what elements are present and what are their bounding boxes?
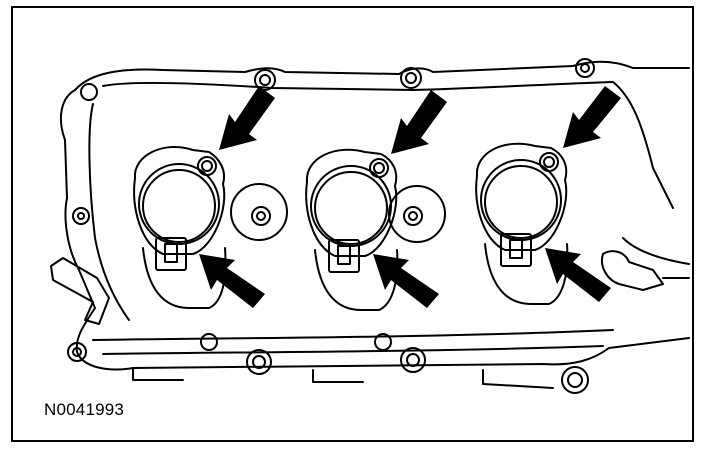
cover-right-edge xyxy=(612,81,674,209)
coil-port-1-connector-latch xyxy=(164,243,178,263)
cover-top-edge xyxy=(74,60,690,91)
lower-bolt-1 xyxy=(67,342,87,362)
top-boss-right-inner xyxy=(580,63,590,73)
coil-port-2-bolt-head xyxy=(373,162,385,174)
bolt-arrow-3 xyxy=(563,86,621,148)
coil-port-3-bolt-head xyxy=(543,156,555,168)
coil-port-3-connector xyxy=(500,233,532,267)
left-boss-top xyxy=(80,83,98,101)
lower-rail xyxy=(92,329,614,341)
center-boss-2-bolt-head xyxy=(408,211,418,221)
lower-rail-inner xyxy=(102,345,604,355)
lower-bolt-2 xyxy=(200,333,218,351)
coil-port-1-bore-inner xyxy=(142,169,216,243)
coil-port-2-bolt xyxy=(369,158,389,178)
connector-arrow-3 xyxy=(545,248,611,302)
connector-arrow-2 xyxy=(373,254,439,308)
center-boss-2 xyxy=(388,185,446,243)
lower-bolt-5-head xyxy=(406,353,420,367)
lower-bolt-5 xyxy=(400,347,426,373)
top-boss-right xyxy=(575,58,595,78)
lower-flange xyxy=(132,367,554,389)
top-boss-left xyxy=(254,69,276,91)
bolt-arrow-2 xyxy=(391,90,447,154)
coil-port-3-connector-latch xyxy=(509,239,523,259)
top-boss-left-inner xyxy=(259,74,271,86)
coil-port-1-boss xyxy=(133,145,226,255)
figure-id-label: N0041993 xyxy=(44,400,125,419)
left-bracket xyxy=(50,257,110,325)
right-sensor xyxy=(601,250,664,291)
lower-bolt-1-head xyxy=(72,347,82,357)
top-boss-mid xyxy=(400,67,422,89)
top-boss-mid-inner xyxy=(405,72,417,84)
coil-port-1-bolt xyxy=(197,156,217,176)
connector-arrow-1 xyxy=(199,254,265,308)
coil-port-2-bore-inner xyxy=(314,171,388,245)
coil-port-1-bolt-head xyxy=(201,160,213,172)
coil-port-3-boss xyxy=(475,142,568,251)
center-boss-2-bolt xyxy=(403,206,423,226)
lower-bolt-3 xyxy=(246,349,272,375)
cover-right-flange xyxy=(622,237,690,265)
lower-bolt-3-head xyxy=(252,355,266,369)
valve-cover-illustration xyxy=(50,58,690,394)
coil-port-2-connector xyxy=(328,239,360,273)
center-boss-1-bolt xyxy=(251,206,271,226)
coil-port-3-bolt xyxy=(539,152,559,172)
coil-port-1-bore xyxy=(138,163,220,245)
left-boss-mid-inner xyxy=(77,212,85,220)
cover-inner-rail xyxy=(88,103,130,321)
bolt-arrow-1 xyxy=(219,86,275,150)
cover-outline xyxy=(59,89,690,371)
coil-port-1-connector xyxy=(155,237,187,271)
lower-bolt-6 xyxy=(561,366,589,394)
coil-port-2-connector-latch xyxy=(337,245,351,265)
lower-bolt-4 xyxy=(374,333,392,351)
cover-top-rib xyxy=(102,81,614,91)
left-boss-mid xyxy=(72,207,90,225)
coil-port-3 xyxy=(475,142,569,305)
lower-bolt-6-head xyxy=(567,372,583,388)
diagram-frame: N0041993 xyxy=(11,6,694,442)
coil-port-2-boss xyxy=(305,148,398,257)
coil-port-3-bore-inner xyxy=(484,165,558,239)
center-boss-1-bolt-head xyxy=(256,211,266,221)
center-boss-1 xyxy=(230,183,288,241)
